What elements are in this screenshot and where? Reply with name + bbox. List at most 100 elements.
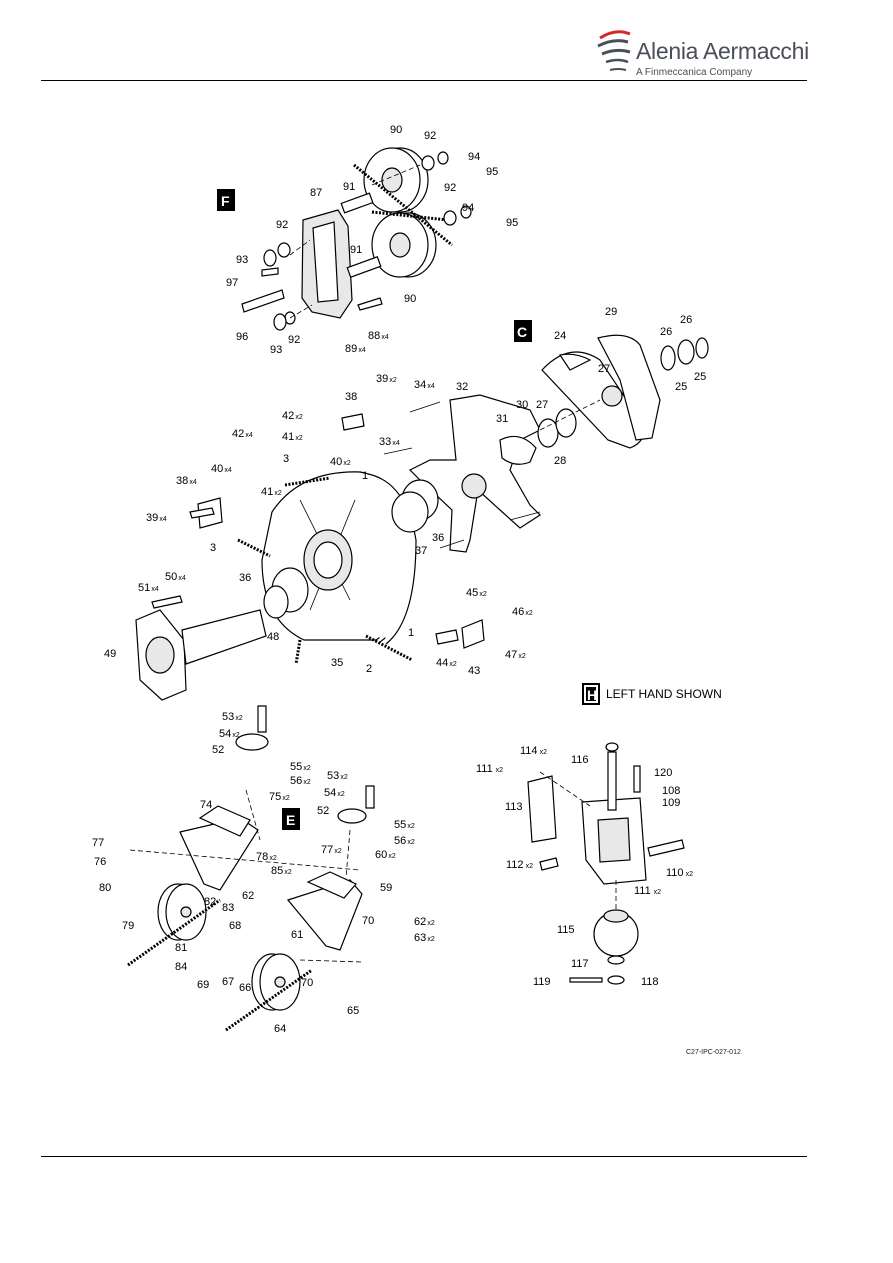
callout-115: 115 [557,924,575,936]
callout-64: 64 [274,1023,286,1035]
left-hand-shown-note: LEFT HAND SHOWN [606,687,722,701]
callout-94: 94 [462,202,474,214]
svg-text:C: C [517,324,527,340]
callout-78: 78 [256,851,268,863]
header-rule [41,80,807,81]
callout-56: 56 [394,835,406,847]
callout-qty-88: x4 [381,334,389,341]
callout-70: 70 [301,977,313,989]
callout-97: 97 [226,277,238,289]
callout-31: 31 [496,413,508,425]
callout-25: 25 [675,381,687,393]
callout-33: 33 [379,436,391,448]
callout-79: 79 [122,920,134,932]
brand-name: Alenia Aermacchi [636,38,809,64]
callout-54: 54 [219,728,231,740]
callout-60: 60 [375,849,387,861]
callout-93: 93 [270,344,282,356]
callout-29: 29 [605,306,617,318]
callout-62: 62 [414,916,426,928]
callout-48: 48 [267,631,279,643]
callout-85: 85 [271,865,283,877]
callout-37: 37 [415,545,427,557]
callout-41: 41 [282,431,294,443]
callout-95: 95 [486,166,498,178]
callout-114: 114 [520,745,538,757]
view-marker-c: C [514,320,532,342]
callout-qty-60: x2 [388,853,396,860]
callout-42: 42 [232,428,244,440]
callout-112: 112 [506,859,524,871]
callout-109: 109 [662,797,680,809]
company-logo [597,30,631,71]
callout-54: 54 [324,787,336,799]
callout-88: 88 [368,330,380,342]
callout-qty-33: x4 [392,440,400,447]
callout-qty-47: x2 [518,653,526,660]
callout-59: 59 [380,882,392,894]
callout-qty-41: x2 [295,435,303,442]
callout-81: 81 [175,942,187,954]
callout-74: 74 [200,799,212,811]
callout-qty-39: x2 [389,377,397,384]
footer-rule [41,1156,807,1157]
callout-1: 1 [362,470,368,482]
callout-24: 24 [554,330,566,342]
view-e-assembly [127,705,375,1032]
figure-reference: C27-IPC-027-012 [686,1049,741,1056]
callout-25: 25 [694,371,706,383]
view-f-assembly [241,147,472,331]
callout-95: 95 [506,217,518,229]
callout-qty-51: x4 [151,586,159,593]
callout-83: 83 [222,902,234,914]
callout-30: 30 [516,399,528,411]
callout-qty-50: x4 [178,575,186,582]
callout-119: 119 [533,976,551,988]
callout-qty-45: x2 [479,591,487,598]
callout-qty-42: x2 [295,414,303,421]
callout-2: 2 [366,663,372,675]
callout-76: 76 [94,856,106,868]
callout-qty-44: x2 [449,661,457,668]
callout-91: 91 [343,181,355,193]
callout-qty-77: x2 [334,848,342,855]
callout-89: 89 [345,343,357,355]
callout-qty-39: x4 [159,516,167,523]
callout-49: 49 [104,648,116,660]
callout-qty-112: x2 [526,863,534,870]
callout-42: 42 [282,410,294,422]
callout-90: 90 [404,293,416,305]
callout-93: 93 [236,254,248,266]
view-marker-h: H [582,683,600,705]
callout-26: 26 [660,326,672,338]
callout-qty-56: x2 [407,839,415,846]
callout-38: 38 [176,475,188,487]
callout-39: 39 [376,373,388,385]
callout-65: 65 [347,1005,359,1017]
svg-text:F: F [221,193,230,209]
callout-92: 92 [276,219,288,231]
callout-47: 47 [505,649,517,661]
callout-92: 92 [288,334,300,346]
callout-61: 61 [291,929,303,941]
callout-qty-54: x2 [337,791,345,798]
callout-62: 62 [242,890,254,902]
callout-56: 56 [290,775,302,787]
callout-3: 3 [283,453,289,465]
callout-qty-63: x2 [427,936,435,943]
callout-111: 111 [634,885,651,897]
callout-34: 34 [414,379,426,391]
callout-55: 55 [394,819,406,831]
callout-28: 28 [554,455,566,467]
callout-36: 36 [432,532,444,544]
callout-26: 26 [680,314,692,326]
callout-46: 46 [512,606,524,618]
view-marker-e: E [282,808,300,830]
callout-87: 87 [310,187,322,199]
svg-text:H: H [587,687,597,703]
callout-qty-41: x2 [274,490,282,497]
callout-53: 53 [327,770,339,782]
callout-qty-42: x4 [245,432,253,439]
